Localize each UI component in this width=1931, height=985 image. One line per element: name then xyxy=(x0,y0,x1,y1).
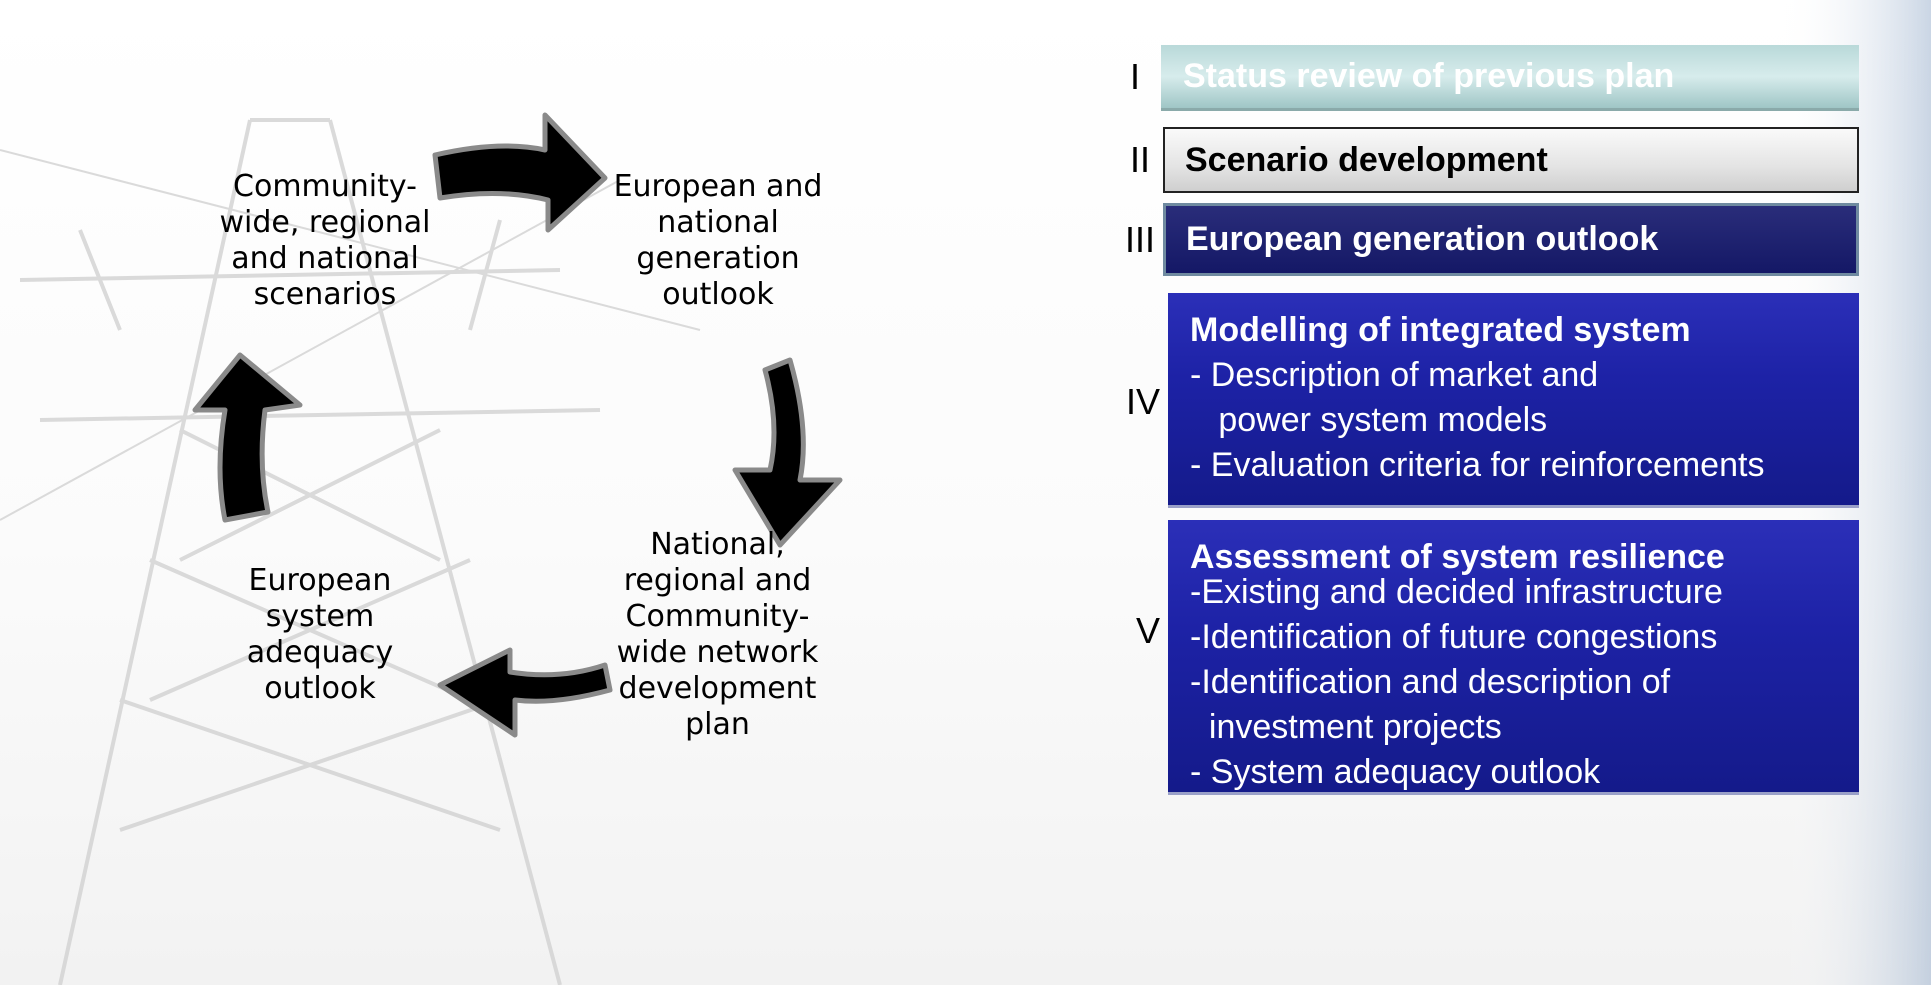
cycle-line: and national xyxy=(231,241,419,276)
cycle-line: national xyxy=(657,205,779,240)
step-bullet: -Identification of future congestions xyxy=(1190,618,1718,656)
step-bullets: - Description of market and power system… xyxy=(1190,353,1764,488)
arrow-bottom xyxy=(437,647,613,738)
arrow-top xyxy=(432,112,608,233)
cycle-line: wide network xyxy=(616,635,819,670)
cycle-line: Community- xyxy=(233,169,417,204)
step-title: European generation outlook xyxy=(1186,220,1659,258)
step-numeral-4: IV xyxy=(1125,381,1160,422)
cycle-line: regional and xyxy=(623,563,812,598)
step-box-status-review: Status review of previous plan xyxy=(1161,45,1859,111)
cycle-line: plan xyxy=(685,707,750,742)
step-title: Modelling of integrated system xyxy=(1190,311,1691,349)
step-bullets: -Existing and decided infrastructure -Id… xyxy=(1190,570,1723,795)
cycle-line: generation xyxy=(636,241,800,276)
cycle-line: outlook xyxy=(662,277,774,312)
step-box-scenario-development: Scenario development xyxy=(1163,127,1859,193)
cycle-text-scenarios: Community- wide, regional and national s… xyxy=(210,169,440,313)
cycle-line: system xyxy=(265,599,375,634)
step-box-generation-outlook: European generation outlook xyxy=(1163,203,1859,276)
cycle-line: scenarios xyxy=(253,277,397,312)
cycle-line: Community- xyxy=(625,599,810,634)
cycle-line: outlook xyxy=(264,671,376,706)
step-bullet: -Existing and decided infrastructure xyxy=(1190,573,1723,611)
cycle-line: National, xyxy=(650,527,785,562)
step-bullet: -Identification and description of xyxy=(1190,663,1671,701)
cycle-line: European and xyxy=(613,169,823,204)
cycle-line: wide, regional xyxy=(219,205,431,240)
cycle-line: development xyxy=(618,671,817,706)
cycle-text-generation-outlook: European and national generation outlook xyxy=(598,169,838,313)
step-title: Scenario development xyxy=(1185,141,1548,179)
arrow-right xyxy=(732,357,843,548)
step-box-modelling: Modelling of integrated system - Descrip… xyxy=(1168,293,1859,508)
step-bullet: investment projects xyxy=(1190,708,1502,746)
step-title: Assessment of system resilience xyxy=(1190,538,1725,576)
step-title: Status review of previous plan xyxy=(1183,57,1675,95)
step-bullet: - Evaluation criteria for reinforcements xyxy=(1190,446,1765,484)
cycle-line: adequacy xyxy=(246,635,394,670)
step-numeral-1: I xyxy=(1129,56,1140,97)
step-bullet: power system models xyxy=(1190,401,1548,439)
step-bullet: - System adequacy outlook xyxy=(1190,753,1601,791)
cycle-text-adequacy-outlook: European system adequacy outlook xyxy=(215,563,425,707)
step-box-assessment: Assessment of system resilience -Existin… xyxy=(1168,520,1859,795)
cycle-line: European xyxy=(248,563,392,598)
arrow-left xyxy=(192,352,303,523)
cycle-text-network-plan: National, regional and Community- wide n… xyxy=(600,527,835,743)
step-numeral-2: II xyxy=(1129,139,1150,180)
step-numeral-3: III xyxy=(1124,219,1155,260)
step-bullet: - Description of market and xyxy=(1190,356,1599,394)
step-numeral-5: V xyxy=(1135,610,1160,651)
